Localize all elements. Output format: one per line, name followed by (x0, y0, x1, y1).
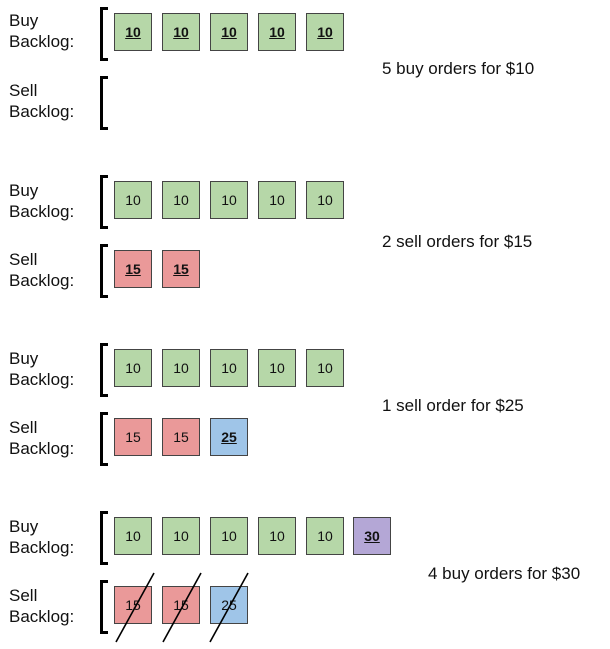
sell-backlog-bracket (100, 580, 108, 634)
buy-backlog-label: Buy Backlog: (9, 180, 74, 222)
buy-order: 10 (210, 181, 248, 219)
label-line: Backlog: (9, 370, 75, 389)
buy-order: 10 (162, 517, 200, 555)
buy-order: 10 (114, 181, 152, 219)
buy-backlog-label: Buy Backlog: (9, 348, 74, 390)
stage-note: 1 sell order for $25 (382, 396, 524, 415)
buy-backlog-bracket (100, 175, 108, 229)
label-line: Sell (9, 586, 38, 605)
buy-order: 10 (114, 517, 152, 555)
label-line: Buy (9, 181, 39, 200)
sell-order: 15 (162, 418, 200, 456)
sell-backlog-label: Sell Backlog: (9, 585, 74, 627)
sell-backlog-label: Sell Backlog: (9, 80, 74, 122)
buy-order: 10 (258, 13, 296, 51)
label-line: Backlog: (9, 271, 75, 290)
sell-backlog-bracket (100, 412, 108, 466)
matched-sell-order: 15 (162, 586, 200, 624)
matched-sell-order: 25 (210, 586, 248, 624)
buy-order: 10 (258, 181, 296, 219)
buy-order: 10 (306, 181, 344, 219)
sell-backlog-label: Sell Backlog: (9, 249, 74, 291)
stage-note: 4 buy orders for $30 (428, 564, 581, 583)
label-line: Buy (9, 11, 39, 30)
label-line: Backlog: (9, 102, 75, 121)
new-buy-order: 30 (353, 517, 391, 555)
sell-backlog-bracket (100, 244, 108, 298)
stage-note: 2 sell orders for $15 (382, 232, 533, 251)
label-line: Buy (9, 349, 39, 368)
label-line: Backlog: (9, 202, 75, 221)
label-line: Sell (9, 250, 38, 269)
buy-backlog-label: Buy Backlog: (9, 516, 74, 558)
sell-backlog-label: Sell Backlog: (9, 417, 74, 459)
label-line: Backlog: (9, 538, 75, 557)
buy-backlog-bracket (100, 7, 108, 61)
label-line: Buy (9, 517, 39, 536)
label-line: Sell (9, 418, 38, 437)
sell-order: 15 (114, 418, 152, 456)
label-line: Backlog: (9, 607, 75, 626)
sell-backlog-bracket (100, 76, 108, 130)
buy-order: 10 (162, 13, 200, 51)
buy-backlog-bracket (100, 343, 108, 397)
buy-order: 10 (258, 349, 296, 387)
new-sell-order: 25 (210, 418, 248, 456)
buy-backlog-label: Buy Backlog: (9, 10, 74, 52)
label-line: Backlog: (9, 32, 75, 51)
matched-sell-order: 15 (114, 586, 152, 624)
label-line: Backlog: (9, 439, 75, 458)
buy-order: 10 (306, 349, 344, 387)
sell-order: 15 (162, 250, 200, 288)
label-line: Sell (9, 81, 38, 100)
buy-order: 10 (114, 13, 152, 51)
buy-order: 10 (162, 349, 200, 387)
buy-order: 10 (162, 181, 200, 219)
sell-order: 15 (114, 250, 152, 288)
buy-order: 10 (306, 517, 344, 555)
buy-order: 10 (210, 13, 248, 51)
buy-order: 10 (306, 13, 344, 51)
buy-order: 10 (114, 349, 152, 387)
buy-order: 10 (210, 517, 248, 555)
buy-order: 10 (210, 349, 248, 387)
stage-note: 5 buy orders for $10 (382, 59, 535, 78)
buy-backlog-bracket (100, 511, 108, 565)
buy-order: 10 (258, 517, 296, 555)
